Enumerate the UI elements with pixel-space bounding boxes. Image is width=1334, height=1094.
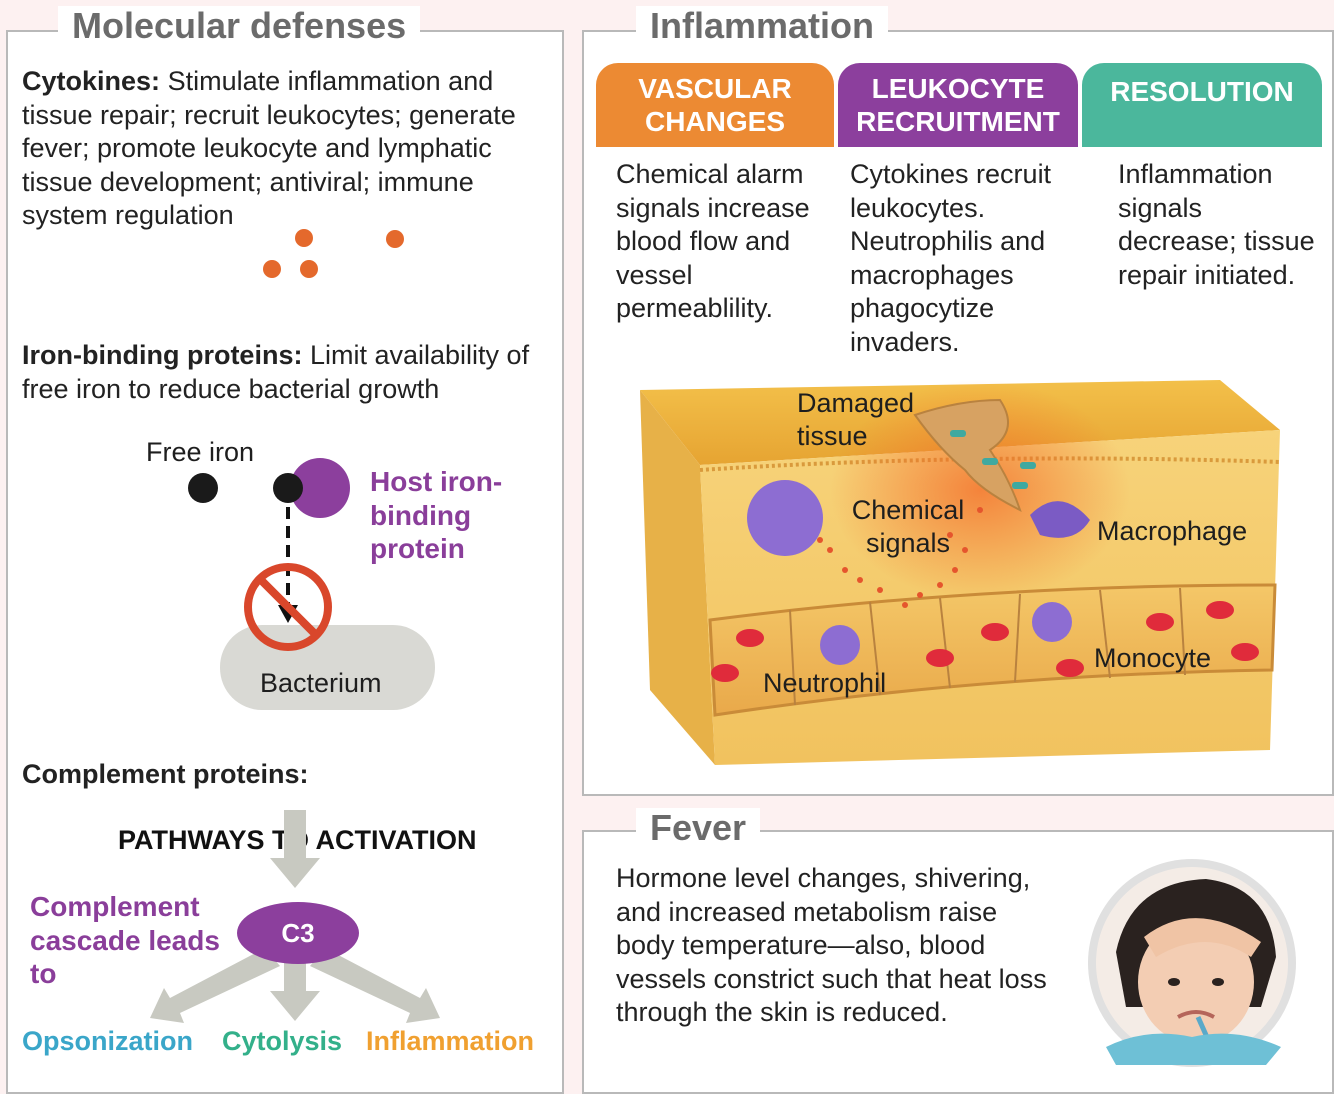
leukocyte-recruitment-text: Cytokines recruit leukocytes. Neutrophil… [850, 159, 1052, 357]
damaged-tissue-label: Damaged tissue [797, 388, 915, 451]
right-arrow [310, 948, 440, 1023]
left-arrow [150, 948, 280, 1023]
free-iron-dot [188, 473, 218, 503]
cytokine-dot [295, 229, 313, 247]
iron-binding-label: Iron-binding proteins: [22, 340, 303, 370]
vascular-changes-text: Chemical alarm signals increase blood fl… [616, 159, 810, 323]
tissue-front-face [640, 390, 715, 765]
host-protein-shape [290, 458, 350, 518]
chemical-signal-dots [817, 507, 983, 608]
red-blood-cells [711, 601, 1259, 682]
bacterium-label: Bacterium [260, 668, 382, 698]
wound-shape [913, 398, 1022, 512]
bound-iron-dot [273, 473, 303, 503]
cytokine-dot [263, 260, 281, 278]
cytokine-dot [300, 260, 318, 278]
leukocyte-cell [747, 480, 823, 556]
iron-binding-description: Iron-binding proteins: Limit availabilit… [22, 339, 552, 406]
cytokine-dots [263, 229, 404, 278]
down-arrow-in [270, 810, 320, 888]
complement-cascade-label: Complement cascade leads to [30, 891, 220, 989]
complement-arrows [150, 810, 440, 1023]
c3-node: C3 [237, 902, 359, 964]
tissue-layer-line [699, 456, 1281, 472]
vessel-cell-borders [789, 587, 1186, 706]
neutrophil-label: Neutrophil [763, 668, 887, 698]
iron-binding-diagram [188, 458, 435, 710]
outcome-opsonization: Opsonization [22, 1026, 193, 1056]
feverish-child-photo [1088, 859, 1296, 1067]
bacteria-rods [950, 430, 1036, 489]
iron-binding-text: Limit availability of free iron to reduc… [22, 340, 530, 404]
cytokine-dot [386, 230, 404, 248]
inflammation-title: Inflammation [636, 6, 889, 46]
outcome-inflammation: Inflammation [366, 1026, 535, 1056]
monocyte-label: Monocyte [1094, 643, 1212, 673]
neutrophil-cell [820, 625, 860, 665]
tab-leukocyte-recruitment: LEUKOCYTE RECRUITMENT [838, 63, 1078, 147]
fever-text: Hormone level changes, shivering, and in… [616, 863, 1047, 1027]
tab-resolution: RESOLUTION [1082, 63, 1322, 147]
no-symbol-ring [244, 563, 332, 651]
down-arrow-out [270, 958, 320, 1021]
free-iron-label: Free iron [146, 437, 255, 467]
no-symbol-slash [257, 576, 319, 638]
macrophage-cell [1030, 501, 1090, 538]
cytokines-label: Cytokines: [22, 66, 161, 96]
host-protein-label: Host iron-binding protein [370, 466, 503, 564]
monocyte-cell [1032, 602, 1072, 642]
complement-label: Complement proteins: [22, 759, 309, 789]
tab-vascular-changes: VASCULAR CHANGES [596, 63, 834, 147]
inflammation-glow [830, 380, 1130, 600]
fever-title: Fever [636, 808, 761, 848]
resolution-text: Inflammation signals decrease; tissue re… [1118, 159, 1315, 290]
outcome-cytolysis: Cytolysis [222, 1026, 343, 1056]
cytokines-description: Cytokines: Stimulate inflammation and ti… [22, 65, 552, 233]
macrophage-label: Macrophage [1097, 516, 1248, 546]
molecular-defenses-title: Molecular defenses [58, 6, 421, 46]
chemical-signals-label: Chemical signals [851, 495, 965, 558]
tissue-illustration [640, 380, 1281, 765]
cytokines-text: Stimulate inflammation and tissue repair… [22, 66, 516, 230]
blood-vessel [708, 583, 1277, 717]
